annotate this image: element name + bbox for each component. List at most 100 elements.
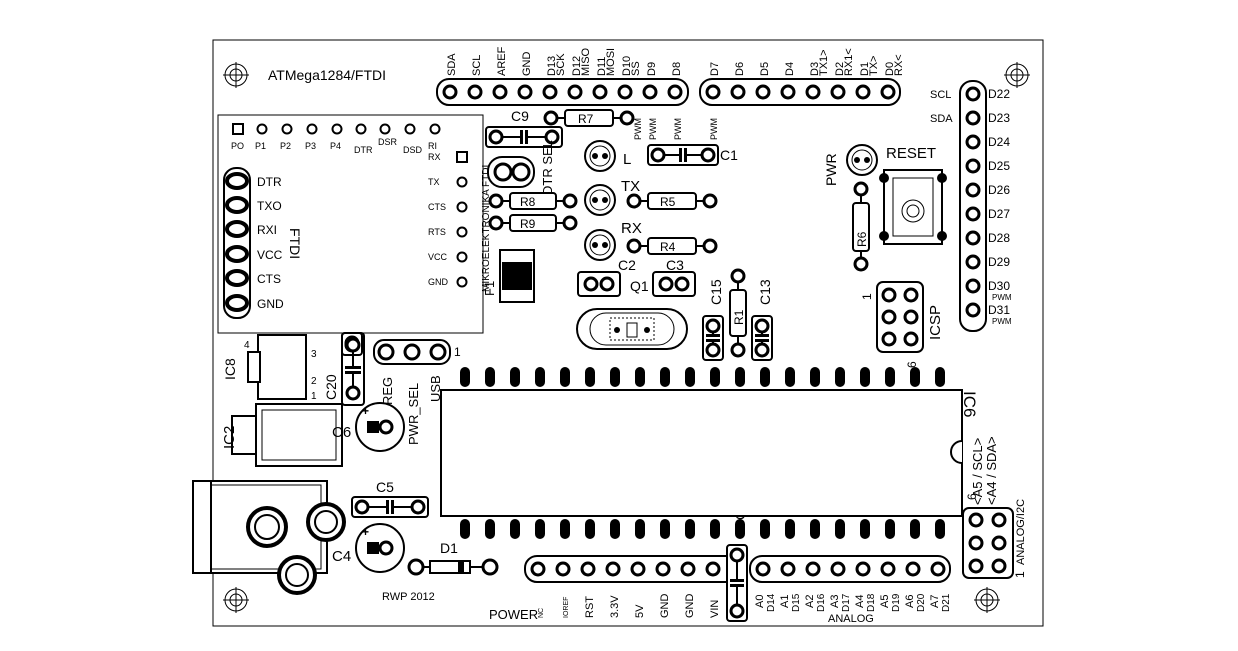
analog-title: ANALOG [828,613,874,625]
ftdi-pad [281,123,293,135]
svg-text:ANALOG/I2C: ANALOG/I2C [1015,499,1027,565]
header-sublabel: D20 [916,593,927,612]
led-body [584,229,616,261]
capacitor-body [485,126,563,148]
res-pad [702,238,718,254]
pwm-label: PWM [992,317,1012,326]
header-label: D27 [988,207,1010,221]
header-pin [965,110,981,126]
mcu-pin [885,519,895,539]
header-sublabel: SS [630,61,642,76]
mcu-pin [685,519,695,539]
dc-jack [192,480,346,595]
header-label: D29 [988,255,1010,269]
capacitor-body [351,496,429,518]
res-pad [619,110,635,126]
capacitor-label: C9 [511,108,529,124]
resistor-label: R8 [520,195,536,209]
svg-text:Q1: Q1 [630,278,649,294]
header-label: A6 [904,595,916,608]
svg-text:1: 1 [1013,571,1027,578]
mcu-pin [810,519,820,539]
header-label: D1 [859,62,871,76]
diode-d1: D1 [407,540,499,576]
svg-text:REG: REG [380,377,395,405]
header-pin [467,84,483,100]
res-pad [488,215,504,231]
capacitor-body [647,144,719,166]
reset-button[interactable]: RESET [879,145,947,245]
electrolytic-label: C6 [332,424,351,441]
header-pin [592,84,608,100]
mount-hole-top-right-icon [1004,62,1030,88]
header-pin [642,84,658,100]
header-pin [530,561,546,577]
header-pin [965,278,981,294]
ftdi-pad [379,123,391,135]
ftdi-pad [456,201,468,213]
header-sublabel: SCK [555,53,567,76]
electrolytic-label: C4 [332,548,351,565]
mcu-pin [610,367,620,387]
capacitor-label: C5 [376,479,394,495]
ftdi-pad [456,176,468,188]
mcu-pin [635,519,645,539]
mcu-pin [910,367,920,387]
cap-pad [705,342,721,358]
capacitor-label: C3 [666,257,684,273]
header-label: D25 [988,159,1010,173]
resistor-label: R7 [578,112,594,126]
cap-pad [599,276,615,292]
resistor-label: R1 [732,309,746,325]
header-pin [880,84,896,100]
capacitor-label: C2 [618,257,636,273]
svg-text:2: 2 [311,376,317,387]
header-pin [655,561,671,577]
header-pin [755,561,771,577]
ftdi-header-pad [225,245,249,263]
ftdi-pin-label: DSR [378,137,398,147]
header-label: A4 [854,595,866,608]
mcu-pin [785,367,795,387]
ftdi-pad [355,123,367,135]
mcu-pin [460,519,470,539]
svg-text:+: + [362,525,369,539]
header-sublabel: D14 [766,593,777,612]
pwr-sel-jumper: 1 REG PWR_SEL USB [373,339,461,445]
header-label: D3 [809,62,821,76]
header-label: D22 [988,87,1010,101]
header-sublabel: D19 [891,593,902,612]
header-label: GND [521,52,533,77]
led-label: RX [621,220,642,237]
board-title: ATMega1284/FTDI [268,67,386,83]
ftdi-header-label: VCC [257,248,283,262]
mount-hole-bottom-right-icon [974,587,1000,613]
header-label: D23 [988,111,1010,125]
header-pin [705,561,721,577]
header-label: D10 [621,56,633,76]
ftdi-pad [306,123,318,135]
header-sublabel: D17 [841,593,852,612]
svg-text:ICSP: ICSP [927,305,944,340]
svg-text:IC2: IC2 [221,426,238,449]
header-pin [905,561,921,577]
header-pin [965,254,981,270]
res-pad [562,193,578,209]
ftdi-header-pad [225,172,249,190]
header-label: D28 [988,231,1010,245]
ftdi-pin-label: TX [428,177,440,187]
cap-pad [729,603,745,619]
svg-text:6: 6 [905,361,919,368]
cap-pad [658,276,674,292]
header-sublabel: MISO [580,47,592,76]
mount-hole-top-left-icon [223,62,249,88]
header-pin [965,158,981,174]
header-sublabel: D16 [816,593,827,612]
ftdi-pad [404,123,416,135]
header-sublabel: D18 [866,593,877,612]
header-pin [930,561,946,577]
header-pin [805,561,821,577]
ftdi-pin-label: VCC [428,252,448,262]
